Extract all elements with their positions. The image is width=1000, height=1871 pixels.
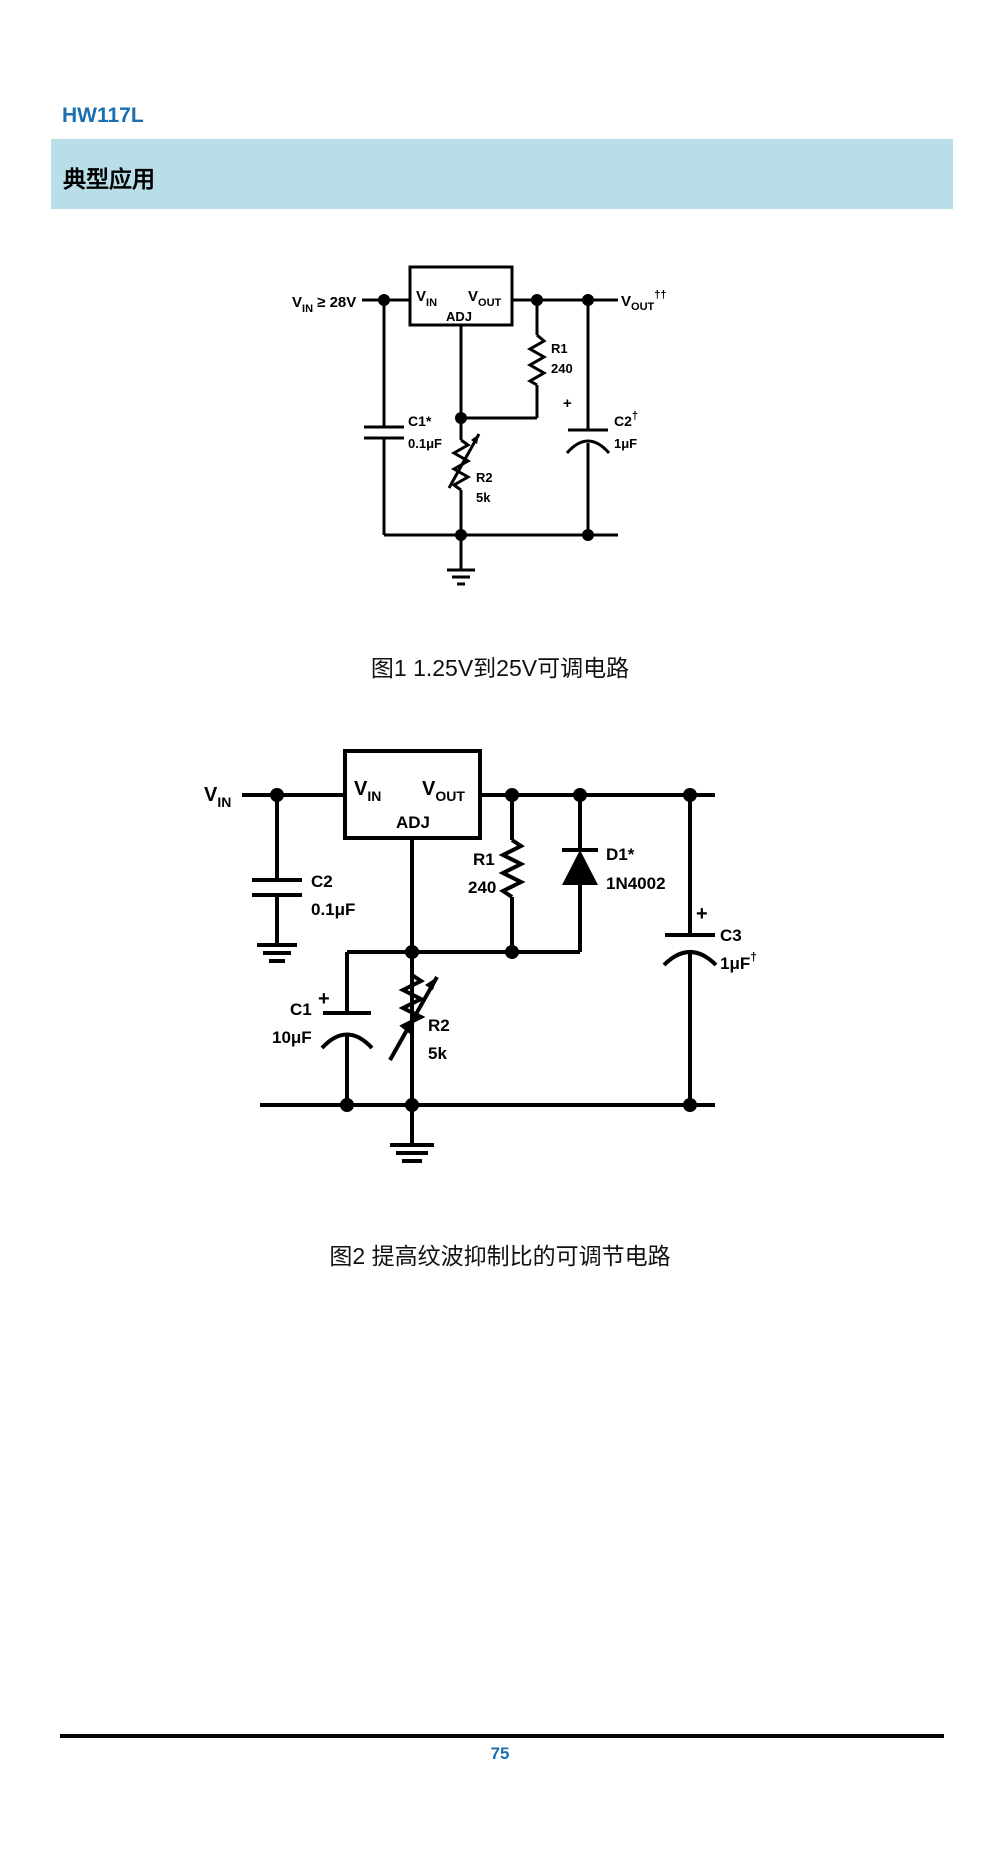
fig1-reg-vout-sub: OUT xyxy=(478,297,502,309)
fig2-reg-vin: V xyxy=(354,778,368,800)
fig2-r1-value: 240 xyxy=(468,878,496,897)
figure-1-schematic: VIN ≥ 28V VIN VOUT ADJ VOUT†† R1 240 C1*… xyxy=(292,265,667,586)
page-number: 75 xyxy=(490,1744,510,1763)
svg-text:VOUT: VOUT xyxy=(422,778,465,804)
svg-text:VIN: VIN xyxy=(204,784,231,810)
fig2-r2-name: R2 xyxy=(428,1016,450,1035)
fig2-r2-value: 5k xyxy=(428,1044,447,1063)
fig2-reg-vout-sub: OUT xyxy=(435,788,465,804)
fig1-c2-sup: † xyxy=(632,410,638,422)
fig2-d1-name: D1* xyxy=(606,845,635,864)
fig1-vout-sub: OUT xyxy=(631,301,655,313)
fig1-r2-value: 5k xyxy=(476,490,491,505)
svg-text:1μF†: 1μF† xyxy=(720,950,757,973)
figure-2-schematic: VIN VIN VOUT ADJ R1 240 D1* 1N4002 C2 0.… xyxy=(204,749,757,1163)
fig1-vin-sub: IN xyxy=(302,303,313,315)
fig1-c2-plus: + xyxy=(563,395,572,412)
fig1-c1-value: 0.1μF xyxy=(408,436,442,451)
svg-text:VIN: VIN xyxy=(354,778,381,804)
fig2-c2-name: C2 xyxy=(311,872,333,891)
fig2-d1-value: 1N4002 xyxy=(606,874,666,893)
fig2-c1-name: C1 xyxy=(290,1000,312,1019)
fig1-vin-label: V xyxy=(292,294,302,311)
section-header-bar: 典型应用 xyxy=(51,139,953,209)
fig2-c3-name: C3 xyxy=(720,926,742,945)
svg-text:VIN: VIN xyxy=(416,288,437,309)
fig1-c2-value: 1μF xyxy=(614,436,637,451)
figure-1-caption: 图1 1.25V到25V可调电路 xyxy=(370,655,630,681)
footer-rule xyxy=(60,1734,944,1738)
diode-symbol xyxy=(562,850,598,885)
svg-text:VOUT††: VOUT†† xyxy=(621,289,667,313)
svg-text:VIN ≥ 28V: VIN ≥ 28V xyxy=(292,294,356,315)
fig2-r1-name: R1 xyxy=(473,850,495,869)
fig1-reg-vout: V xyxy=(468,288,478,305)
fig1-c2-name: C2 xyxy=(614,413,632,429)
fig2-c3-sup: † xyxy=(750,950,757,964)
svg-text:C2†: C2† xyxy=(614,410,638,429)
fig1-vout-sup: †† xyxy=(654,289,666,301)
fig1-r1-name: R1 xyxy=(551,341,568,356)
fig1-reg-vin: V xyxy=(416,288,426,305)
fig1-reg-vin-sub: IN xyxy=(426,297,437,309)
fig2-reg-vin-sub: IN xyxy=(367,788,381,804)
section-title: 典型应用 xyxy=(63,166,155,192)
fig2-reg-adj: ADJ xyxy=(396,813,430,832)
document-code: HW117L xyxy=(62,104,144,127)
fig2-reg-vout: V xyxy=(422,778,436,800)
fig1-reg-adj: ADJ xyxy=(446,309,472,324)
fig1-r2-name: R2 xyxy=(476,470,493,485)
fig2-c3-value: 1μF xyxy=(720,954,750,973)
fig2-c2-value: 0.1μF xyxy=(311,900,355,919)
svg-text:VOUT: VOUT xyxy=(468,288,502,309)
fig1-vin-condition: ≥ 28V xyxy=(313,294,356,311)
figure-2-caption: 图2 提高纹波抑制比的可调节电路 xyxy=(329,1243,671,1269)
fig1-vout-label: V xyxy=(621,293,631,310)
fig2-vin-label: V xyxy=(204,784,218,806)
fig2-vin-sub: IN xyxy=(217,794,231,810)
fig2-c1-plus: + xyxy=(318,988,330,1010)
fig2-c3-plus: + xyxy=(696,903,708,925)
fig1-c1-name: C1* xyxy=(408,413,432,429)
fig2-c1-value: 10μF xyxy=(272,1028,312,1047)
fig1-r1-value: 240 xyxy=(551,361,573,376)
